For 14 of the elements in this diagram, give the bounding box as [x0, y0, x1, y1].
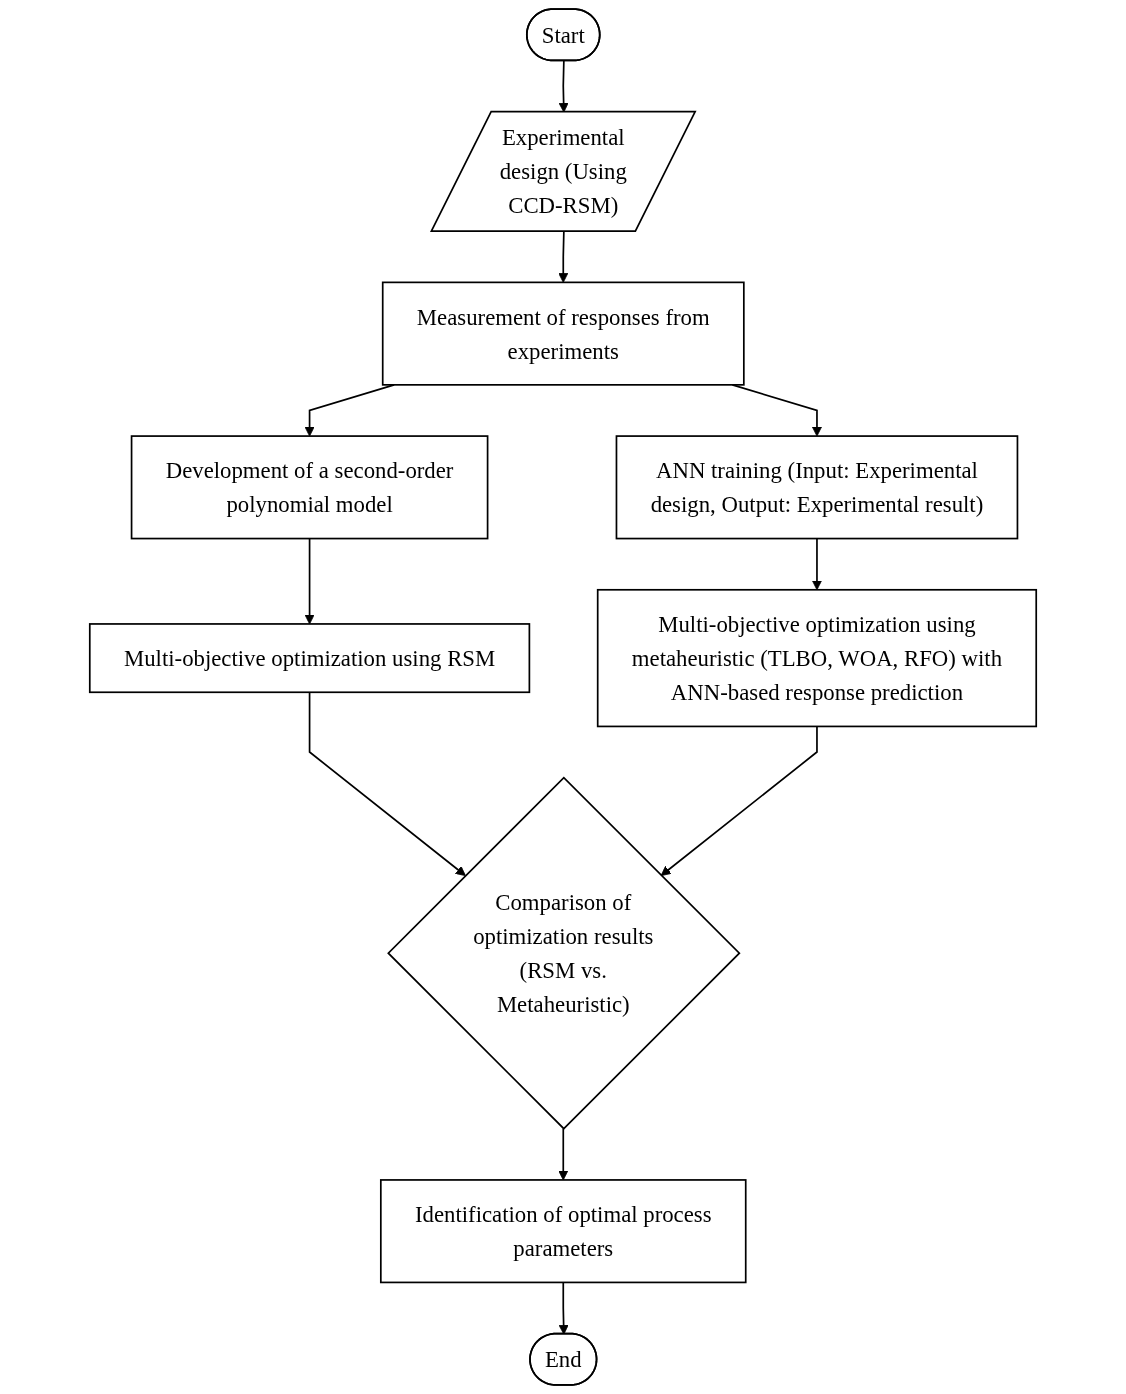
- arrow: [304, 384, 395, 437]
- node-box: Measurement of responses from experiments: [381, 281, 745, 386]
- arrow: [660, 725, 818, 876]
- node-box: Identification of optimal process parameters: [379, 1179, 747, 1284]
- arrow: [811, 537, 822, 591]
- arrow: [558, 1127, 569, 1181]
- arrow: [308, 691, 466, 876]
- node-diamond: Comparison of optimization results (RSM vs. Metaheuristic): [387, 776, 741, 1130]
- node-box: Multi-objective optimization using metaheuristic (TLBO, WOA, RFO) with ANN-based response prediction: [596, 588, 1038, 728]
- node-box: Multi-objective optimization using RSM: [88, 623, 531, 694]
- arrow: [304, 537, 315, 625]
- node-box: Development of a second-order polynomial model: [130, 435, 489, 540]
- arrow: [558, 1281, 569, 1335]
- node-box: ANN training (Input: Experimental design, Output: Experimental result): [615, 435, 1019, 540]
